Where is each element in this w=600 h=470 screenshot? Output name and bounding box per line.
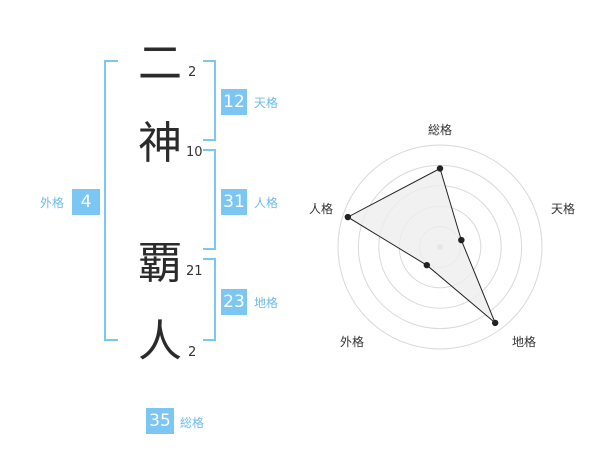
radar-label-jinkaku: 人格 — [309, 202, 334, 216]
stroke-count-4: 2 — [188, 345, 197, 360]
stroke-count-2: 10 — [186, 145, 203, 160]
radar-polygon — [346, 167, 496, 324]
name-char-2: 神 — [138, 118, 182, 169]
tenkaku-bracket — [203, 60, 216, 141]
jinkaku-label: 人格 — [254, 196, 279, 210]
radar-points — [344, 165, 499, 327]
soukaku-score: 35 — [146, 408, 174, 434]
name-char-4: 人 — [138, 316, 182, 367]
radar-point-4 — [423, 261, 431, 269]
radar-label-gaikaku: 外格 — [340, 335, 365, 349]
name-char-1: 二 — [138, 38, 182, 89]
chikaku-label: 地格 — [254, 296, 279, 310]
radar-ring — [337, 144, 543, 350]
radar-point-1 — [436, 165, 444, 172]
stroke-count-3: 21 — [186, 264, 203, 279]
stroke-count-1: 2 — [188, 65, 197, 80]
chikaku-bracket — [203, 258, 216, 341]
radar-label-chikaku: 地格 — [512, 335, 537, 349]
radar-chart — [337, 144, 543, 350]
jinkaku-bracket — [203, 149, 216, 250]
tenkaku-label: 天格 — [254, 96, 279, 110]
jinkaku-score: 31 — [221, 189, 247, 215]
soukaku-label: 総格 — [180, 416, 205, 430]
radar-point-2 — [458, 236, 465, 244]
radar-point-3 — [491, 319, 499, 327]
tenkaku-score: 12 — [221, 89, 247, 115]
chikaku-score: 23 — [221, 289, 247, 315]
radar-point-5 — [344, 213, 352, 221]
outer-bracket — [104, 60, 118, 341]
gaikaku-label: 外格 — [40, 196, 65, 210]
name-char-3: 覇 — [138, 238, 182, 289]
radar-label-tenkaku: 天格 — [551, 202, 576, 216]
radar-label-soukaku: 総格 — [428, 123, 453, 137]
gaikaku-score: 4 — [72, 189, 100, 215]
